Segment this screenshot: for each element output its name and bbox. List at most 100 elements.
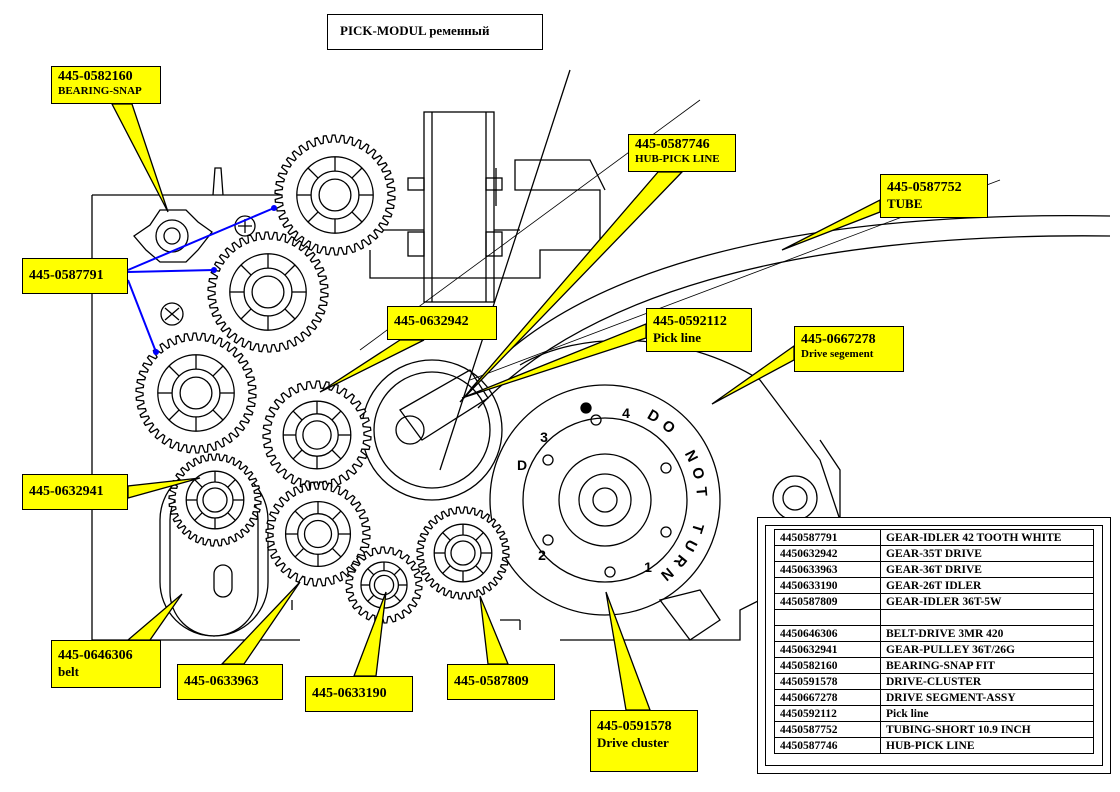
part-description: DRIVE SEGMENT-ASSY	[880, 689, 1094, 706]
leader-gear-idler-arrow	[127, 269, 215, 273]
callout-code: 445-0587791	[29, 268, 104, 283]
callout-gear-idler: 445-0587791	[22, 258, 128, 294]
callout-tube: 445-0587752 TUBE	[880, 174, 988, 218]
do-not-turn-letter: O	[658, 417, 678, 438]
callout-pick-line: 445-0592112 Pick line	[646, 308, 752, 352]
leader-drive-cluster	[605, 591, 651, 711]
mechanism-drawing	[91, 69, 1111, 641]
do-not-turn-letter: O	[688, 465, 708, 481]
callout-label: belt	[58, 664, 79, 679]
part-code: 4450582160	[774, 657, 881, 674]
callout-label: Pick line	[653, 330, 702, 345]
cluster-marking: D	[517, 457, 527, 473]
part-description: GEAR-26T IDLER	[880, 577, 1094, 594]
callout-code: 445-0592112	[653, 314, 727, 329]
leader-gear-idler-arrow	[127, 279, 157, 353]
tower-frame	[423, 111, 495, 303]
leader-drive-segment	[711, 344, 795, 405]
callout-code: 445-0587746	[635, 137, 710, 152]
part-code: 4450632942	[774, 545, 881, 562]
leader-hub-pick-line	[459, 171, 684, 403]
callout-code: 445-0591578	[597, 719, 672, 734]
callout-drive-segment: 445-0667278 Drive segement	[794, 326, 904, 372]
callout-gear-36t: 445-0633963	[177, 664, 283, 700]
bearing-snap-part	[133, 209, 213, 263]
callout-gear-35t: 445-0632942	[387, 306, 497, 340]
part-code: 4450646306	[774, 625, 881, 642]
cluster-marking: 2	[538, 547, 546, 563]
callout-drive-cluster: 445-0591578 Drive cluster	[590, 710, 698, 772]
part-code: 4450587752	[774, 721, 881, 738]
callout-code: 445-0667278	[801, 332, 876, 347]
drive-segment-housing	[519, 339, 841, 521]
do-not-turn-letter: D	[644, 406, 662, 426]
callout-label: HUB-PICK LINE	[635, 153, 720, 165]
part-code	[774, 609, 881, 626]
screw	[234, 215, 256, 237]
gear-idler-low	[135, 332, 257, 454]
part-description: GEAR-35T DRIVE	[880, 545, 1094, 562]
callout-leaders	[110, 103, 881, 711]
part-description: GEAR-36T DRIVE	[880, 561, 1094, 578]
upper-bracket	[369, 159, 606, 279]
drive-cluster-part	[489, 384, 721, 616]
part-code: 4450587809	[774, 593, 881, 610]
part-code: 4450592112	[774, 705, 881, 722]
parts-row	[774, 609, 1094, 626]
callout-gear-pulley: 445-0632941	[22, 474, 128, 510]
do-not-turn-letter: N	[657, 564, 676, 584]
part-description: TUBING-SHORT 10.9 INCH	[880, 721, 1094, 738]
do-not-turn-letter: U	[680, 537, 700, 555]
callout-code: 445-0646306	[58, 648, 133, 663]
callout-code: 445-0587809	[454, 674, 529, 689]
leader-gear-pulley	[127, 477, 201, 499]
leader-bearing-snap	[110, 103, 169, 213]
part-code: 4450633963	[774, 561, 881, 578]
callout-label: BEARING-SNAP	[58, 85, 142, 97]
callout-code: 445-0632942	[394, 314, 469, 329]
callout-label: Drive cluster	[597, 735, 669, 750]
do-not-turn-letter: T	[692, 486, 710, 497]
gear-pulley	[168, 453, 262, 547]
arrowhead	[271, 205, 277, 211]
leader-gear-36t	[220, 581, 301, 665]
callout-code: 445-0632941	[29, 484, 104, 499]
callout-code: 445-0633963	[184, 674, 259, 689]
arrowhead	[211, 267, 217, 273]
gear-idler-36t	[416, 506, 510, 600]
callout-code: 445-0582160	[58, 69, 133, 84]
tube	[469, 214, 1111, 409]
cluster-marking: 3	[540, 429, 548, 445]
part-description: BEARING-SNAP FIT	[880, 657, 1094, 674]
leader-gear-35t	[319, 339, 425, 393]
callout-label: TUBE	[887, 196, 923, 211]
part-description: GEAR-PULLEY 36T/26G	[880, 641, 1094, 658]
callout-bearing-snap: 445-0582160 BEARING-SNAP	[51, 66, 161, 104]
part-code: 4450587791	[774, 529, 881, 546]
screw	[160, 302, 184, 326]
do-not-turn-letter: T	[688, 521, 707, 535]
part-description	[880, 609, 1094, 626]
cluster-marking: 1	[644, 559, 652, 575]
cluster-marking: 4	[622, 405, 630, 421]
part-description: DRIVE-CLUSTER	[880, 673, 1094, 690]
part-description: GEAR-IDLER 36T-5W	[880, 593, 1094, 610]
gear-idler-mid	[207, 231, 329, 353]
gear-35t	[262, 380, 372, 490]
leader-gear-idler-36t	[479, 595, 509, 665]
part-description: Pick line	[880, 705, 1094, 722]
